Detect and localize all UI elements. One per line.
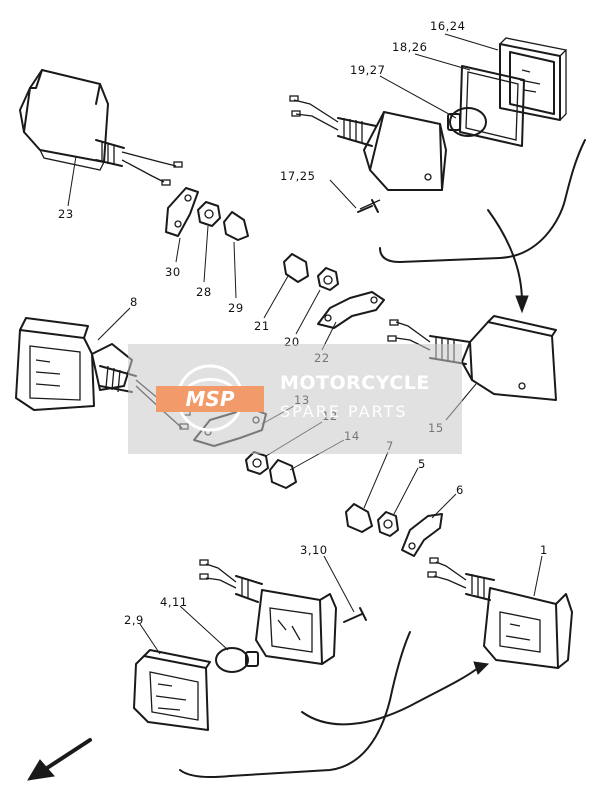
watermark-subtitle: SPARE PARTS <box>280 402 408 421</box>
center-mounting-parts <box>283 253 385 329</box>
label-23: 23 <box>58 207 74 221</box>
assembly-arrow-curve-lower <box>301 667 479 726</box>
rear-right-signal-assembly <box>289 37 568 213</box>
watermark-title: MOTORCYCLE <box>280 372 430 394</box>
front-arrow-icon <box>27 738 92 781</box>
logo-text: MSP <box>186 387 235 411</box>
label-6: 6 <box>456 483 464 497</box>
lower-left-signal-assembly <box>133 559 367 731</box>
label-17-25: 17,25 <box>280 169 315 183</box>
lower-right-signal-assembly <box>427 557 573 669</box>
label-5: 5 <box>418 457 426 471</box>
label-2-9: 2,9 <box>124 613 144 627</box>
part-number-labels: 16,24 18,26 19,27 17,25 23 30 28 29 21 2… <box>58 19 548 627</box>
msp-logo: MSP <box>156 364 264 432</box>
label-21: 21 <box>254 319 270 333</box>
label-3-10: 3,10 <box>300 543 328 557</box>
leader-lines <box>67 33 543 655</box>
label-18-26: 18,26 <box>392 40 427 54</box>
rear-left-signal-assembly <box>19 69 249 241</box>
label-19-27: 19,27 <box>350 63 385 77</box>
label-28: 28 <box>196 285 212 299</box>
label-16-24: 16,24 <box>430 19 465 33</box>
label-8: 8 <box>130 295 138 309</box>
label-30: 30 <box>165 265 181 279</box>
label-29: 29 <box>228 301 244 315</box>
label-1: 1 <box>540 543 548 557</box>
lower-mounting-parts <box>345 503 443 557</box>
assembly-arrow-curve <box>487 209 523 303</box>
group-bracket-lower-left <box>179 631 411 779</box>
group-bracket-rear-right <box>379 139 586 263</box>
label-4-11: 4,11 <box>160 595 188 609</box>
